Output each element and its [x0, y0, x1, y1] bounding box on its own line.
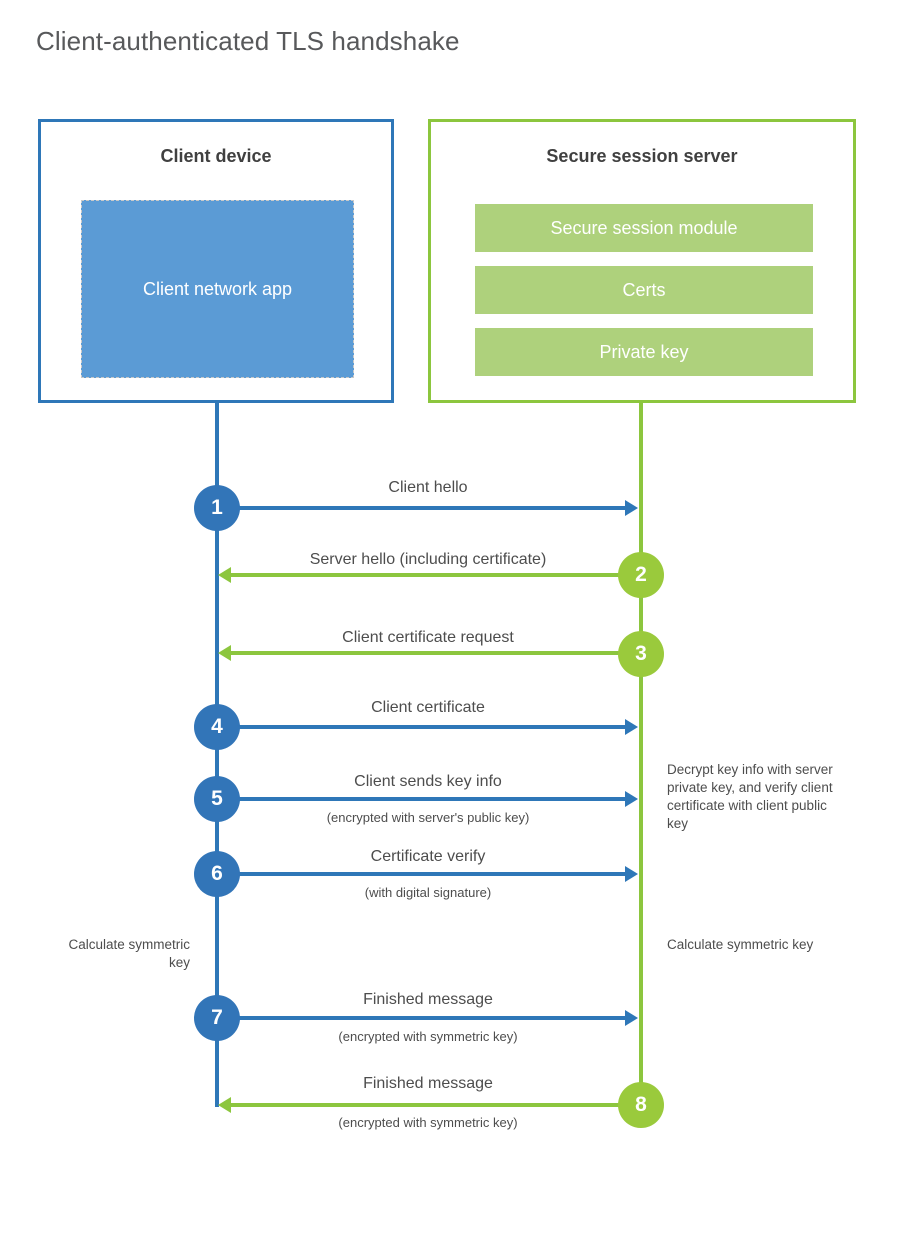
- step-8-sublabel: (encrypted with symmetric key): [338, 1115, 518, 1130]
- arrowhead-icon: [625, 866, 638, 882]
- step-7-arrow: [217, 1010, 638, 1026]
- client-device-title: Client device: [160, 146, 272, 166]
- step-1-arrow: [217, 500, 638, 516]
- step-6-label: Certificate verify: [370, 848, 486, 865]
- step-3-arrow: [218, 645, 639, 661]
- step-3-label: Client certificate request: [342, 629, 514, 646]
- step-circle-4: 4: [194, 704, 240, 750]
- step-6-sublabel: (with digital signature): [364, 885, 492, 900]
- step-5-sublabel: (encrypted with server's public key): [326, 810, 530, 825]
- actor-box-secure-session-server: Secure session server Secure session mod…: [428, 119, 856, 403]
- step-circle-8: 8: [618, 1082, 664, 1128]
- arrowhead-icon: [625, 500, 638, 516]
- secure-session-server-title: Secure session server: [546, 146, 738, 166]
- step-circle-7: 7: [194, 995, 240, 1041]
- step-4-label: Client certificate: [371, 699, 485, 716]
- page-title: Client-authenticated TLS handshake: [36, 26, 460, 56]
- step-7-sublabel: (encrypted with symmetric key): [338, 1029, 518, 1044]
- arrowhead-icon: [625, 791, 638, 807]
- lifeline-server: [639, 403, 643, 1107]
- step-circle-6: 6: [194, 851, 240, 897]
- step-1-label: Client hello: [388, 479, 468, 496]
- step-7-label: Finished message: [363, 991, 493, 1008]
- arrowhead-icon: [218, 567, 231, 583]
- note-client-calculate-symmetric-key: Calculate symmetric key: [68, 937, 190, 970]
- lifeline-client: [215, 403, 219, 1107]
- step-circle-3: 3: [618, 631, 664, 677]
- step-2-arrow: [218, 567, 639, 583]
- step-4-arrow: [217, 719, 638, 735]
- client-network-app-block: Client network app: [81, 200, 354, 378]
- step-5-arrow: [217, 791, 638, 807]
- server-block-secure-session-module: Secure session module: [475, 204, 813, 252]
- step-circle-1: 1: [194, 485, 240, 531]
- step-2-label: Server hello (including certificate): [309, 551, 547, 568]
- step-8-arrow: [218, 1097, 639, 1113]
- actor-box-client-device: Client device Client network app: [38, 119, 394, 403]
- server-block-private-key: Private key: [475, 328, 813, 376]
- step-8-label: Finished message: [363, 1075, 493, 1092]
- server-block-certs: Certs: [475, 266, 813, 314]
- step-circle-2: 2: [618, 552, 664, 598]
- step-6-arrow: [217, 866, 638, 882]
- note-server-decrypt: Decrypt key info with server private key…: [667, 762, 833, 831]
- arrowhead-icon: [625, 1010, 638, 1026]
- arrowhead-icon: [218, 1097, 231, 1113]
- arrowhead-icon: [218, 645, 231, 661]
- arrowhead-icon: [625, 719, 638, 735]
- step-5-label: Client sends key info: [354, 773, 502, 790]
- note-server-calculate-symmetric-key: Calculate symmetric key: [667, 937, 814, 952]
- step-circle-5: 5: [194, 776, 240, 822]
